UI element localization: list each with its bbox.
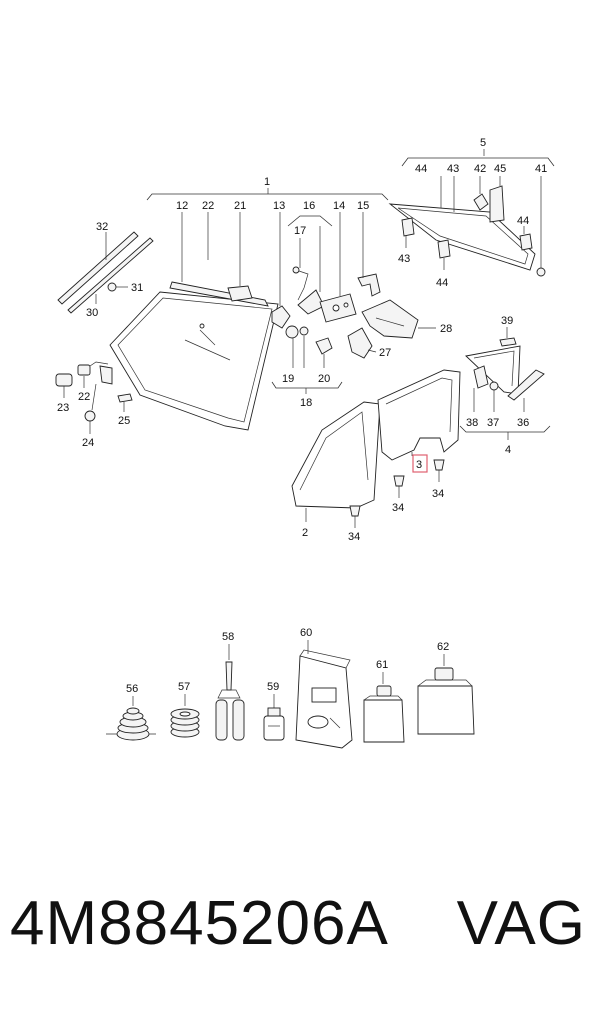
callout-44b: 44 (436, 277, 448, 289)
callout-34b: 34 (392, 502, 404, 514)
callout-2: 2 (302, 527, 308, 539)
rear-window-group: 5 44 43 42 45 41 43 44 44 (388, 137, 555, 289)
callout-27: 27 (379, 347, 391, 359)
windscreen-glass[interactable] (109, 291, 279, 431)
callout-58: 58 (222, 631, 234, 643)
mounting-screw[interactable] (349, 505, 361, 517)
callout-31: 31 (131, 282, 143, 294)
quarter-window-group: 39 38 37 36 4 (459, 315, 551, 456)
rear-glass-bracket[interactable] (401, 217, 415, 237)
callout-15: 15 (357, 200, 369, 212)
callout-60: 60 (300, 627, 312, 639)
callout-12: 12 (176, 200, 188, 212)
part-number-label: 4M8845206A (10, 889, 389, 958)
callout-21: 21 (234, 200, 246, 212)
cowl-seal-strip[interactable] (57, 231, 139, 305)
parts-exploded-diagram: 1 12 22 21 13 16 17 14 (55, 137, 555, 749)
callout-19: 19 (282, 373, 294, 385)
adhesive-cartridge-set[interactable] (215, 661, 245, 741)
callout-30: 30 (86, 307, 98, 319)
callout-24: 24 (82, 437, 94, 449)
footer: 4M8845206A VAG (0, 888, 600, 998)
callout-43a: 43 (447, 163, 459, 175)
callout-28: 28 (440, 323, 452, 335)
hinge-bracket[interactable] (489, 185, 505, 223)
callout-37: 37 (487, 417, 499, 429)
callout-45: 45 (494, 163, 506, 175)
callout-17: 17 (294, 225, 306, 237)
cleaner-bottle-large[interactable] (417, 667, 475, 735)
fastening-nut[interactable] (107, 282, 117, 292)
callout-22a: 22 (202, 200, 214, 212)
retaining-clip[interactable] (357, 273, 381, 297)
callout-56: 56 (126, 683, 138, 695)
sensor-plug[interactable] (315, 337, 333, 355)
callout-4: 4 (505, 444, 511, 456)
sensor-cover[interactable] (227, 285, 253, 302)
stop-buffer[interactable] (473, 193, 489, 211)
mirror-base[interactable] (271, 305, 291, 329)
spacer[interactable] (77, 364, 91, 376)
callout-41: 41 (535, 163, 547, 175)
callout-44a: 44 (415, 163, 427, 175)
front-door-window[interactable] (291, 401, 381, 509)
callout-1: 1 (264, 176, 270, 188)
callout-3: 3 (416, 459, 422, 471)
callout-5: 5 (480, 137, 486, 149)
callout-20: 20 (318, 373, 330, 385)
brand-label: VAG (456, 889, 586, 958)
callout-61: 61 (376, 659, 388, 671)
callout-42: 42 (474, 163, 486, 175)
callout-34a: 34 (348, 531, 360, 543)
callout-62: 62 (437, 641, 449, 653)
callout-36: 36 (517, 417, 529, 429)
callout-57: 57 (178, 681, 190, 693)
callout-43b: 43 (398, 253, 410, 265)
sealing-tape-roll[interactable] (170, 708, 200, 738)
guide-pin[interactable] (117, 393, 133, 403)
callout-32: 32 (96, 221, 108, 233)
highlighted-part-3[interactable] (412, 454, 428, 473)
primer-bottle[interactable] (263, 707, 285, 741)
callout-34c: 34 (432, 488, 444, 500)
callout-25: 25 (118, 415, 130, 427)
callout-23: 23 (57, 402, 69, 414)
callout-59: 59 (267, 681, 279, 693)
consumables-group: 56 57 58 59 (106, 627, 475, 749)
callout-14: 14 (333, 200, 345, 212)
callout-38: 38 (466, 417, 478, 429)
mirror-cover[interactable] (361, 299, 419, 339)
callout-39: 39 (501, 315, 513, 327)
door-windows-group: 2 34 3 34 34 (291, 369, 461, 543)
callout-44c: 44 (517, 215, 529, 227)
callout-13: 13 (273, 200, 285, 212)
adhesive-pad[interactable] (285, 325, 299, 339)
washer[interactable] (84, 410, 96, 422)
callout-18: 18 (300, 397, 312, 409)
wiring-harness[interactable] (295, 269, 309, 301)
glass-repair-kit-bag[interactable] (295, 649, 353, 749)
windscreen-group: 1 12 22 21 13 16 17 14 (55, 176, 452, 449)
quarter-window-seal[interactable] (507, 369, 545, 401)
lower-trim-cover[interactable] (347, 327, 373, 359)
callout-22b: 22 (78, 391, 90, 403)
sealing-cord-roll[interactable] (116, 707, 150, 741)
grommet[interactable] (55, 373, 73, 387)
locating-pin[interactable] (499, 337, 517, 347)
callout-16: 16 (303, 200, 315, 212)
cleaner-bottle-small[interactable] (363, 685, 405, 743)
rear-door-window[interactable] (377, 369, 461, 461)
